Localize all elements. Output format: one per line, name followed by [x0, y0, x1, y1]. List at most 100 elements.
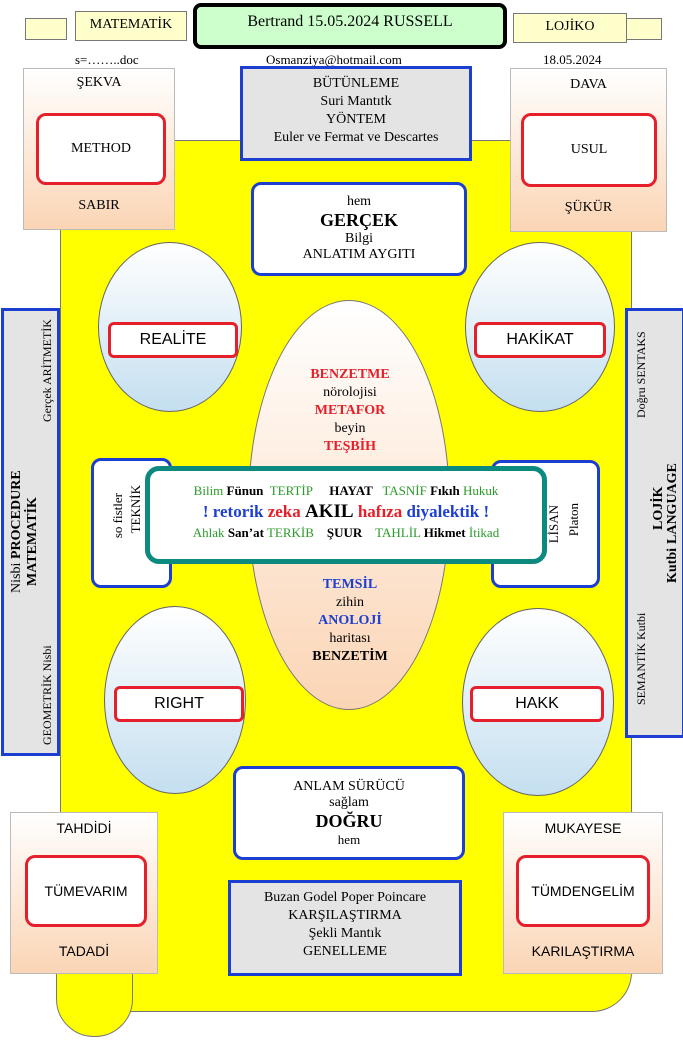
ribbon-fold-left: [25, 18, 67, 40]
row3-itikad: İtikad: [468, 525, 500, 540]
center-bottom-l4: haritası: [329, 631, 371, 646]
upper-blue-line4: ANLATIM AYGITI: [302, 247, 416, 262]
left-inner-l1: so fistler: [110, 493, 125, 539]
upper-blue-line1: hem: [346, 194, 372, 209]
top-right-bottom-label: ŞÜKÜR: [564, 200, 613, 215]
center-bottom-l2: zihin: [336, 595, 364, 610]
row3-hikmet: Hikmet: [423, 525, 466, 540]
right-label: RIGHT: [114, 686, 244, 722]
row2-diyalektik: diyalektik !: [406, 502, 490, 521]
top-left-panel: ŞEKVA METHOD SABIR: [23, 68, 175, 230]
bottom-left-box-label: TÜMEVARIM: [44, 883, 128, 899]
top-left-bottom-label: SABIR: [78, 198, 120, 213]
top-right-box-label: USUL: [570, 142, 608, 157]
lower-blue-l4: hem: [337, 832, 361, 847]
center-key-box: Bilim Fünun TERTİP HAYAT TASNİF Fıkıh Hu…: [145, 466, 547, 564]
left-side-panel: Nisbi PROCEDURE MATEMATİK GEOMETRİK Nisb…: [1, 308, 60, 756]
bottom-right-top-label: MUKAYESE: [544, 820, 622, 836]
bottom-right-bottom-label: KARILAŞTIRMA: [531, 943, 635, 959]
date-text: 18.05.2024: [543, 52, 602, 67]
hakk-label: HAKK: [470, 686, 604, 722]
realite-label: REALİTE: [108, 322, 238, 358]
center-bottom-l1: TEMSİL: [322, 577, 378, 592]
right-ribbon-text: LOJİKO: [545, 19, 595, 34]
bottom-left-bottom-label: TADADİ: [58, 943, 110, 959]
upper-blue-line2: GERÇEK: [319, 210, 398, 230]
center-top-l4: beyin: [334, 421, 366, 436]
bottom-left-top-label: TAHDİDİ: [56, 820, 112, 836]
bottom-center-box: Buzan Godel Poper Poincare KARŞILAŞTIRMA…: [228, 880, 462, 976]
top-center-line3: YÖNTEM: [326, 112, 386, 127]
row1-hukuk: Hukuk: [462, 483, 499, 498]
top-center-line4: Euler ve Fermat ve Descartes: [273, 130, 439, 145]
bottom-left-box: TÜMEVARIM: [25, 855, 147, 927]
lower-blue-l3: DOĞRU: [315, 811, 383, 831]
center-row-3: Ahlak San’at TERKİB ŞUUR TAHLİL Hikmet İ…: [150, 525, 542, 541]
left-panel-geometrik: GEOMETRİK Nisbi: [40, 645, 54, 745]
row1-hayat: HAYAT: [329, 483, 373, 498]
center-top-l3: METAFOR: [314, 403, 386, 418]
row1-tasnif: TASNİF: [382, 483, 427, 498]
top-center-box: BÜTÜNLEME Suri Mantıtk YÖNTEM Euler ve F…: [240, 66, 472, 161]
lower-blue-l1: ANLAM SÜRÜCÜ: [293, 779, 405, 794]
center-top-l2: nörolojisi: [323, 385, 377, 400]
top-center-line2: Suri Mantıtk: [320, 94, 392, 109]
row2-zeka: zeka: [267, 502, 301, 521]
right-panel-col3: Kutbi LANGUAGE: [664, 311, 682, 735]
right-inner-l2: Platon: [566, 503, 581, 537]
row1-fikih: Fıkıh: [430, 483, 460, 498]
upper-blue-box: hem GERÇEK Bilgi ANLATIM AYGITI: [251, 182, 467, 276]
right-panel-col1: SEMANTİK Kutbi Doğru SENTAKS: [632, 311, 650, 735]
row2-akil: AKIL: [305, 501, 354, 522]
row3-suur: ŞUUR: [326, 525, 363, 540]
right-panel-sentaks: Doğru SENTAKS: [634, 331, 648, 418]
email-text: Osmanziya@hotmail.com: [266, 52, 402, 67]
center-bottom-l3: ANOLOJİ: [318, 613, 382, 628]
lower-blue-l2: sağlam: [329, 795, 369, 810]
row1-bilim: Bilim: [193, 483, 224, 498]
bottom-center-l4: GENELLEME: [303, 944, 387, 959]
top-left-box-label: METHOD: [71, 141, 131, 156]
row3-tahlil: TAHLİL: [375, 525, 421, 540]
center-row-2: ! retorik zeka AKIL hafıza diyalektik !: [150, 501, 542, 523]
top-left-top-label: ŞEKVA: [76, 75, 122, 90]
bottom-right-box: TÜMDENGELİM: [516, 855, 650, 927]
right-side-panel: SEMANTİK Kutbi Doğru SENTAKS LOJİK Kutbi…: [625, 308, 683, 738]
center-row-1: Bilim Fünun TERTİP HAYAT TASNİF Fıkıh Hu…: [150, 483, 542, 499]
title-box: Bertrand 15.05.2024 RUSSELL: [193, 3, 507, 49]
bottom-left-panel: TAHDİDİ TÜMEVARIM TADADİ: [10, 812, 158, 974]
center-bottom-text: TEMSİL zihin ANOLOJİ haritası BENZETİM: [290, 576, 410, 666]
bottom-center-l1: Buzan Godel Poper Poincare: [263, 890, 427, 905]
right-panel-kutbi: Kutbi: [665, 547, 680, 583]
right-ribbon: LOJİKO: [513, 13, 627, 43]
hakikat-label: HAKİKAT: [474, 322, 606, 358]
left-panel-aritmetik: Gerçek ARİTMETİK: [40, 319, 54, 422]
bottom-right-box-label: TÜMDENGELİM: [531, 883, 635, 899]
upper-blue-line3: Bilgi: [344, 231, 373, 246]
row2-retorik: ! retorik: [202, 502, 264, 521]
center-top-l5: TEŞBİH: [323, 439, 377, 454]
top-center-line1: BÜTÜNLEME: [312, 76, 400, 91]
center-top-l1: BENZETME: [310, 367, 390, 382]
row1-tertip: TERTİP: [269, 483, 313, 498]
top-right-top-label: DAVA: [570, 77, 607, 92]
bottom-center-l2: KARŞILAŞTIRMA: [288, 908, 402, 923]
bottom-center-l3: Şekli Mantık: [308, 926, 382, 941]
top-right-panel: DAVA USUL ŞÜKÜR: [510, 68, 667, 232]
row2-hafiza: hafıza: [357, 502, 403, 521]
left-ribbon-text: MATEMATİK: [89, 17, 173, 32]
row3-terkib: TERKİB: [266, 525, 314, 540]
right-inner-l1: LİSAN: [546, 505, 561, 544]
right-panel-semantik: SEMANTİK Kutbi: [634, 612, 648, 705]
title-text: Bertrand 15.05.2024 RUSSELL: [247, 13, 453, 30]
top-right-box: USUL: [521, 113, 657, 187]
filename-text: s=……..doc: [75, 52, 139, 67]
center-bottom-l5: BENZETİM: [312, 649, 388, 664]
top-left-box: METHOD: [36, 113, 166, 185]
left-panel-col3: GEOMETRİK Nisbi Gerçek ARİTMETİK: [38, 311, 56, 753]
lower-blue-box: ANLAM SÜRÜCÜ sağlam DOĞRU hem: [233, 766, 465, 860]
center-top-text: BENZETME nörolojisi METAFOR beyin TEŞBİH: [290, 366, 410, 456]
right-panel-language: LANGUAGE: [665, 463, 680, 545]
row1-funun: Fünun: [226, 483, 264, 498]
left-inner-l2: TEKNİK: [128, 485, 143, 534]
